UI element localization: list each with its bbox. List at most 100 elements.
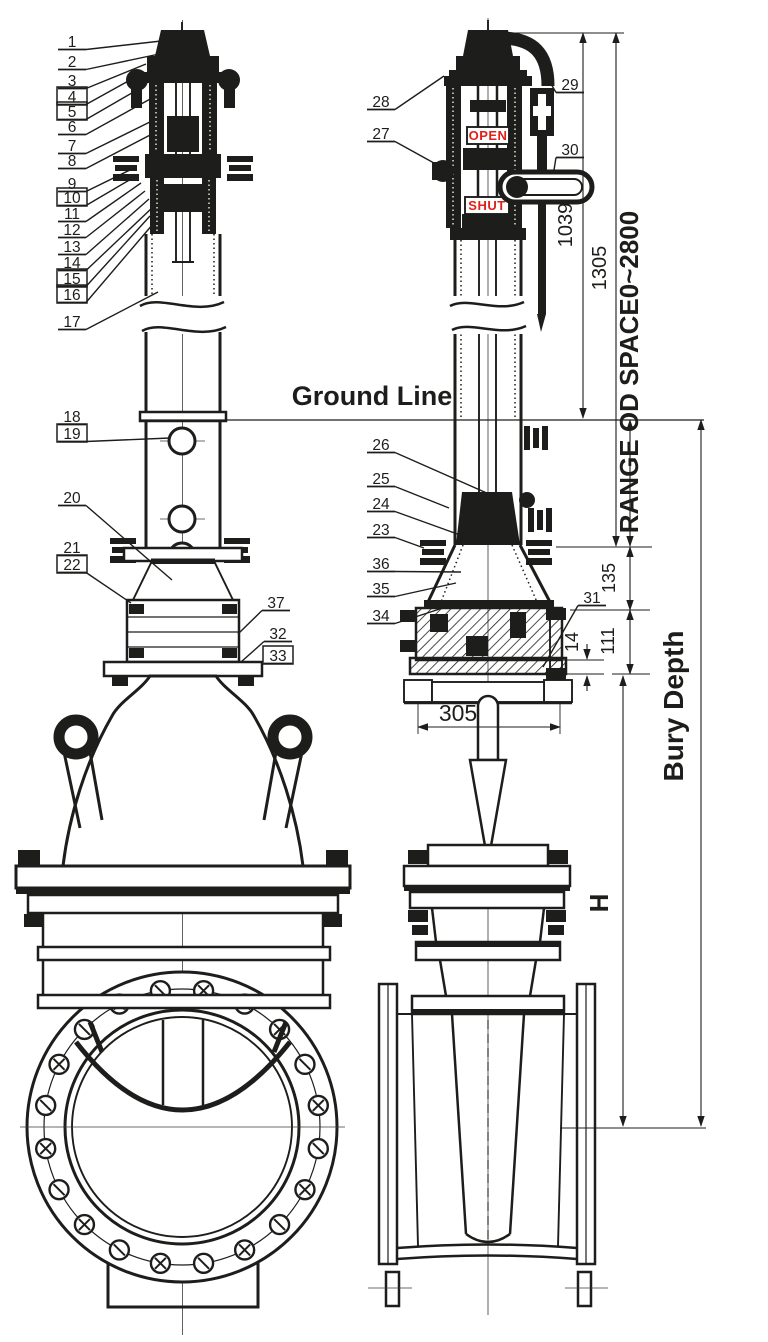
callout-10: 10 — [56, 174, 139, 207]
callout-33: 33 — [262, 645, 294, 665]
callout-9: 9 — [58, 167, 135, 193]
callout-33-number: 33 — [269, 648, 286, 665]
callout-9-number: 9 — [68, 176, 77, 193]
shut-indicator-label: SHUT — [468, 198, 505, 213]
dim-111: 111 — [598, 609, 634, 675]
callout-15-number: 15 — [63, 271, 80, 288]
callout-11: 11 — [58, 182, 142, 223]
dim-135-label: 135 — [599, 563, 619, 593]
callout-1-number: 1 — [68, 34, 77, 51]
dim-range: RANGE OD SPACE0~2800 — [614, 211, 644, 547]
shut-indicator-plate — [464, 196, 510, 215]
callout-5: 5 — [56, 85, 145, 121]
open-indicator-label: OPEN — [469, 128, 508, 143]
callout-36: 36 — [367, 556, 462, 573]
callout-23: 23 — [367, 522, 425, 549]
callout-36-number: 36 — [372, 556, 389, 573]
callout-35: 35 — [367, 581, 457, 598]
callout-25-number: 25 — [372, 471, 389, 488]
ground-line-group: Ground Line — [140, 381, 704, 421]
callout-19-number: 19 — [63, 426, 80, 443]
dim-135: 135 — [599, 546, 634, 611]
callout-13-number: 13 — [63, 239, 80, 256]
callout-25: 25 — [367, 471, 450, 509]
dim-1039-label: 1039 — [555, 203, 577, 248]
callout-27: 27 — [367, 126, 444, 169]
dimensions: 1039 1305 RANGE OD SPACE0~2800 135 111 1… — [417, 32, 706, 1129]
dim-range-label: RANGE OD SPACE0~2800 — [614, 211, 644, 533]
callout-3-number: 3 — [68, 73, 77, 90]
dim-H: H — [584, 675, 627, 1127]
callout-24: 24 — [367, 496, 475, 541]
callout-21-number: 21 — [63, 540, 80, 557]
callout-4: 4 — [56, 73, 142, 106]
callout-4-number: 4 — [68, 89, 77, 106]
callout-1: 1 — [58, 34, 171, 51]
callout-14-number: 14 — [63, 255, 81, 272]
bury-depth-label: Bury Depth — [658, 631, 689, 782]
callout-24-number: 24 — [372, 496, 390, 513]
callout-15: 15 — [56, 215, 151, 288]
callout-30: 30 — [553, 142, 584, 171]
callout-13: 13 — [58, 198, 150, 256]
callout-2-number: 2 — [68, 54, 77, 71]
callout-12: 12 — [58, 190, 146, 239]
callout-16: 16 — [56, 223, 154, 304]
callout-34-number: 34 — [372, 608, 390, 625]
callout-35-number: 35 — [372, 581, 389, 598]
callout-27-number: 27 — [372, 126, 389, 143]
callout-20: 20 — [58, 490, 173, 581]
callout-8: 8 — [58, 132, 155, 170]
callout-29: 29 — [528, 45, 584, 94]
dim-111-label: 111 — [598, 627, 618, 654]
callout-7-number: 7 — [68, 138, 77, 155]
callout-34: 34 — [367, 605, 450, 625]
callout-30-number: 30 — [561, 142, 579, 159]
callout-16-number: 16 — [63, 287, 80, 304]
callout-3: 3 — [58, 63, 147, 90]
callout-6-number: 6 — [68, 119, 77, 136]
dim-305: 305 — [417, 700, 561, 734]
callout-6: 6 — [58, 97, 153, 136]
callout-10-number: 10 — [63, 190, 81, 207]
flange-bolt-circle — [34, 979, 330, 1275]
dim-1039: 1039 — [555, 32, 587, 419]
open-indicator-plate — [466, 126, 510, 145]
callout-28: 28 — [367, 75, 445, 111]
right-view: OPEN SHUT — [368, 18, 608, 1315]
callout-5-number: 5 — [68, 104, 77, 121]
callout-7: 7 — [58, 117, 159, 155]
callout-8-number: 8 — [68, 153, 77, 170]
callout-32-number: 32 — [269, 626, 286, 643]
callout-20-number: 20 — [63, 490, 81, 507]
dim-H-label: H — [584, 894, 614, 913]
callout-22-number: 22 — [63, 557, 80, 574]
callout-32: 32 — [240, 626, 292, 663]
callouts-layer: 1234567891011121314151617181920212223242… — [56, 34, 606, 668]
callout-11-number: 11 — [64, 206, 80, 223]
callout-26-number: 26 — [372, 437, 389, 454]
callout-37-number: 37 — [267, 595, 284, 612]
callout-37: 37 — [237, 595, 290, 635]
callout-18-number: 18 — [63, 409, 80, 426]
callout-26: 26 — [367, 437, 490, 495]
dim-bury-depth: Bury Depth — [658, 419, 705, 1127]
callout-14: 14 — [58, 206, 154, 272]
left-view — [14, 20, 352, 1335]
dim-1305: 1305 — [589, 32, 620, 547]
callout-29-number: 29 — [561, 77, 578, 94]
dim-1305-label: 1305 — [589, 246, 611, 291]
dim-14: 14 — [540, 632, 604, 691]
callout-17-number: 17 — [63, 314, 80, 331]
callout-28-number: 28 — [372, 94, 389, 111]
callout-12-number: 12 — [63, 222, 80, 239]
dim-14-label: 14 — [562, 632, 582, 652]
callout-23-number: 23 — [372, 522, 389, 539]
callout-19: 19 — [56, 423, 171, 443]
callout-17: 17 — [58, 291, 159, 331]
callout-31-number: 31 — [583, 590, 600, 607]
callout-22: 22 — [56, 554, 132, 604]
callout-31: 31 — [542, 590, 606, 668]
ground-line-label: Ground Line — [292, 381, 452, 411]
